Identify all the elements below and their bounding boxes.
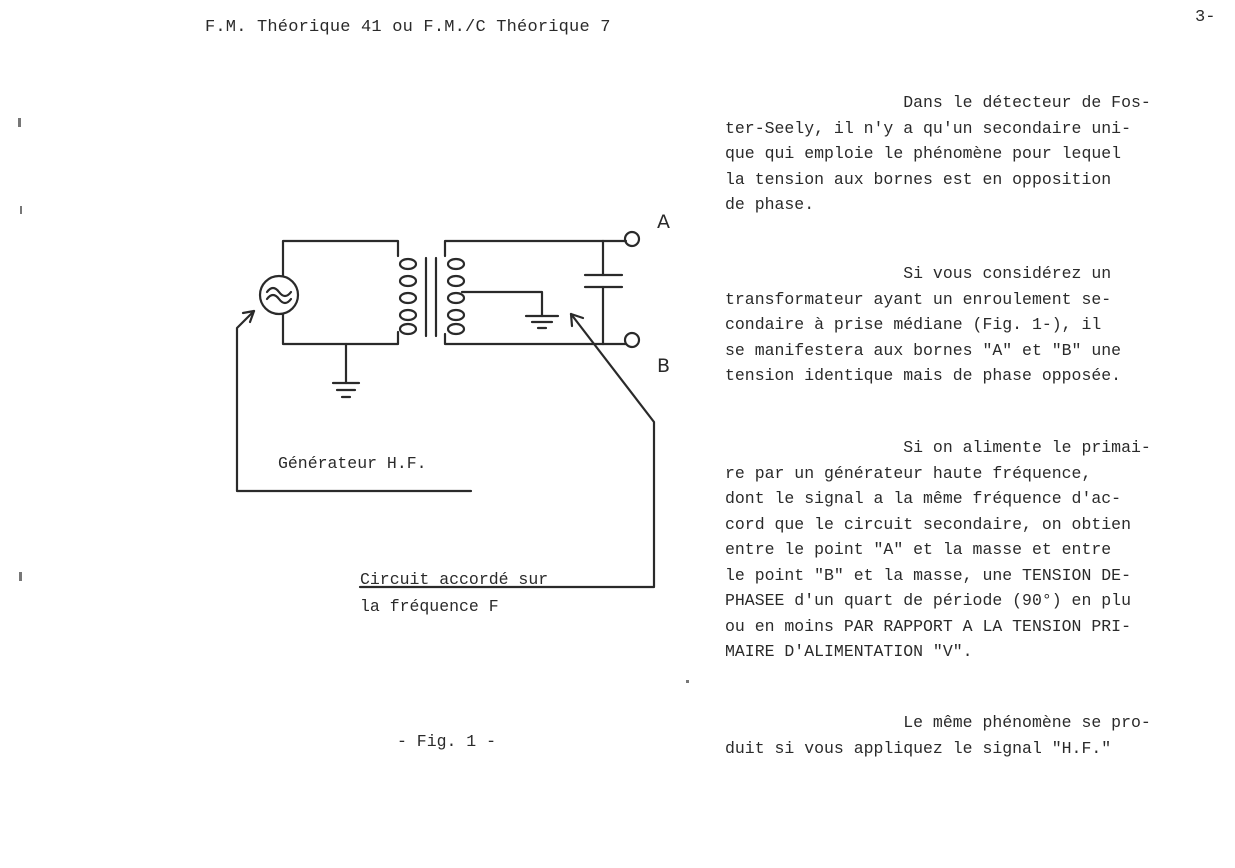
primary-ground-symbol [331,381,361,399]
circuit-arrowhead [569,312,585,328]
generator-arrowhead [241,309,256,324]
primary-wire-top [281,239,400,278]
generator-label: Générateur H.F. [278,454,427,473]
center-tap-ground-symbol [524,314,560,330]
circuit-label-line2: la fréquence F [360,597,499,616]
paragraph-4: Le même phénomène se pro- duit si vous a… [725,713,1151,758]
center-tap-wire [460,290,544,318]
primary-coil [398,257,418,336]
terminal-a-label: A [657,211,670,233]
page-number: 3- [1195,8,1216,27]
secondary-coil [446,257,466,336]
generator-symbol [258,274,300,316]
terminal-b-label: B [657,355,671,377]
circuit-pointer-line [358,312,656,589]
primary-wire-bottom [281,312,400,346]
page-header-title: F.M. Théorique 41 ou F.M./C Théorique 7 [205,18,611,37]
generator-sine-icon [265,286,293,305]
generator-pointer-line [235,309,473,493]
secondary-wire-top [443,239,605,258]
circuit-label: Circuit accordé sur la fréquence F [360,566,595,620]
paragraph-1: Dans le détecteur de Fos- ter-Seely, il … [725,93,1151,214]
terminal-a [623,230,641,248]
circuit-label-line1: Circuit accordé sur [360,570,549,589]
scan-speck [686,680,689,683]
figure-caption: - Fig. 1 - [397,732,497,751]
secondary-wire-bottom [443,332,605,346]
scan-speck [18,118,21,127]
paragraph-2: Si vous considérez un transformateur aya… [725,264,1122,385]
scan-speck [20,206,22,214]
scan-speck [19,572,22,581]
terminal-b [623,331,641,349]
paragraph-3: Si on alimente le primai- re par un géné… [725,438,1151,661]
